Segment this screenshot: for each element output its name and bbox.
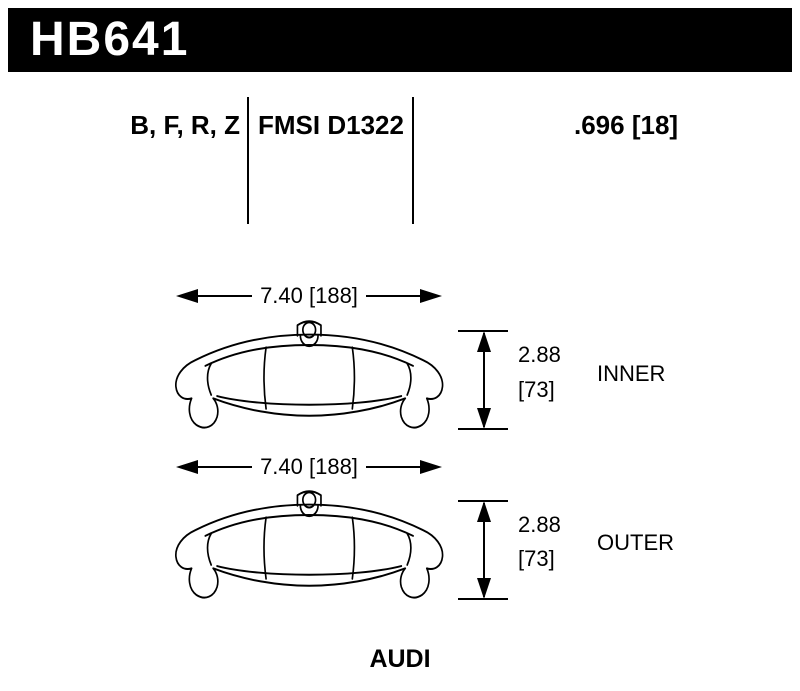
brake-pad-drawing-outer (174, 490, 444, 599)
height-dim-in-outer: 2.88 (518, 512, 561, 537)
height-dimension-inner: 2.88 [73] (458, 330, 561, 430)
arrow-right-icon (420, 460, 442, 474)
arrow-right-icon (420, 289, 442, 303)
vehicle-name: AUDI (369, 645, 431, 673)
height-dim-mm-outer: [73] (518, 546, 555, 571)
divider-line-2 (412, 97, 414, 224)
divider-line-1 (247, 97, 249, 224)
compound-codes: B, F, R, Z (130, 110, 240, 140)
height-dim-in-inner: 2.88 (518, 342, 561, 367)
width-dimension-inner: 7.40 [188] (176, 283, 442, 308)
fmsi-number: FMSI D1322 (258, 110, 404, 140)
pad-thickness: .696 [18] (574, 110, 679, 140)
arrow-left-icon (176, 289, 198, 303)
arrow-up-icon (477, 501, 491, 522)
pad-side-label-outer: OUTER (597, 530, 674, 555)
width-dim-text-outer: 7.40 [188] (260, 454, 358, 479)
width-dimension-outer: 7.40 [188] (176, 454, 442, 479)
arrow-down-icon (477, 408, 491, 429)
pad-side-label-inner: INNER (597, 361, 665, 386)
arrow-left-icon (176, 460, 198, 474)
height-dimension-outer: 2.88 [73] (458, 500, 561, 600)
part-number: HB641 (30, 13, 190, 66)
brake-pad-drawing-inner (174, 320, 444, 429)
arrow-down-icon (477, 578, 491, 599)
arrow-up-icon (477, 331, 491, 352)
height-dim-mm-inner: [73] (518, 377, 555, 402)
header-bar: HB641 (8, 8, 792, 72)
width-dim-text-inner: 7.40 [188] (260, 283, 358, 308)
